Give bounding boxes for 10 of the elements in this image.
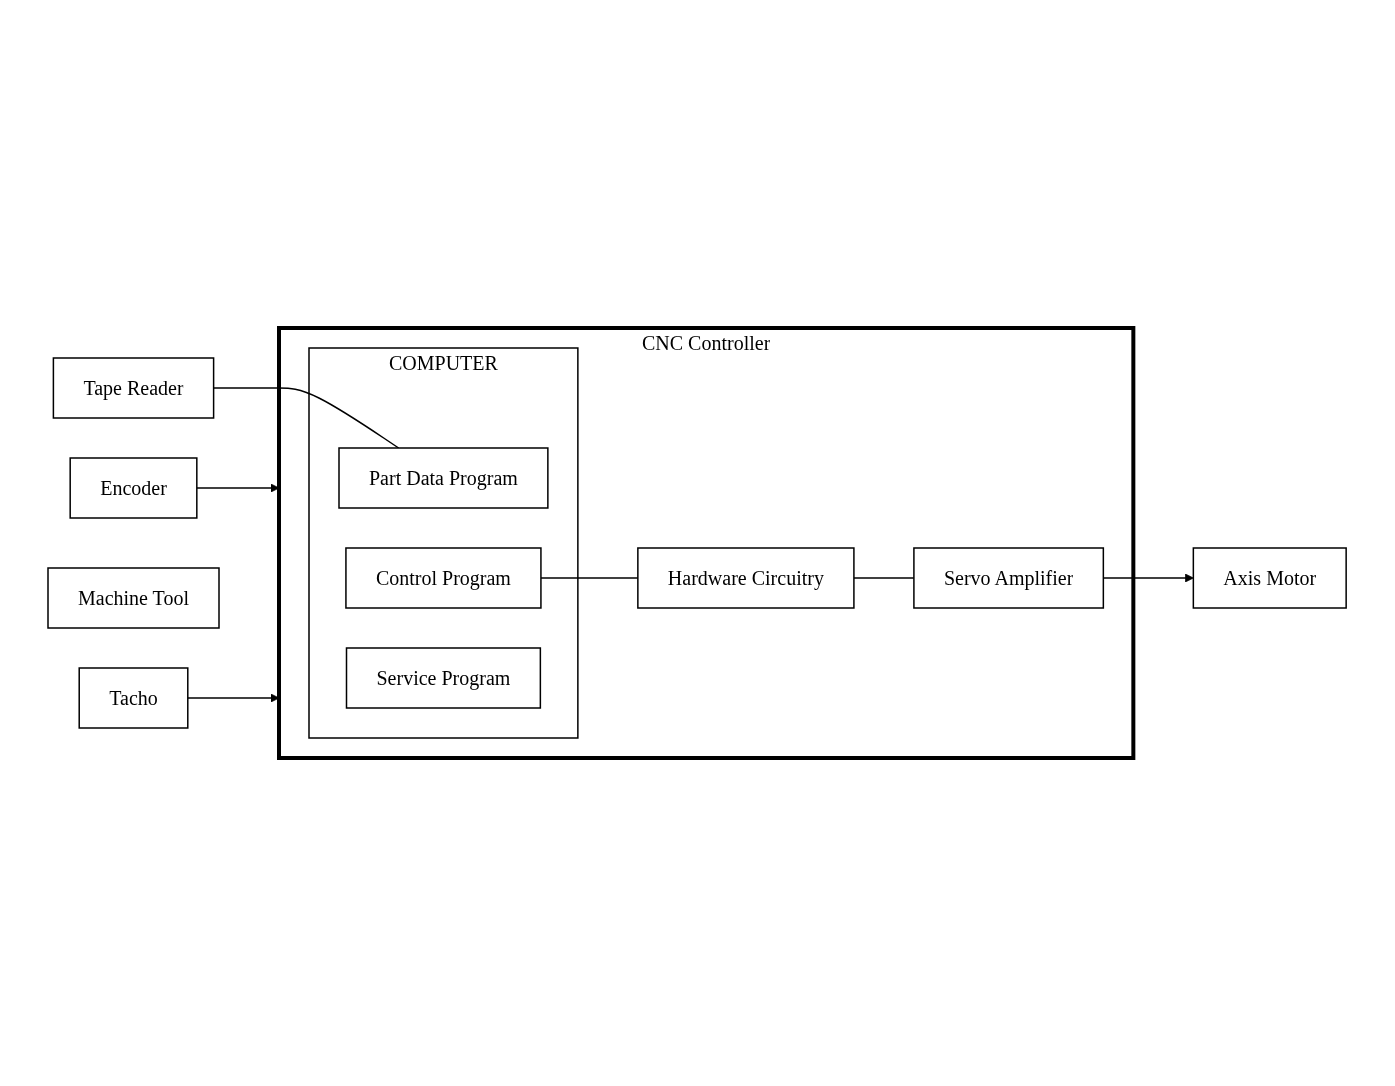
node-box: Servo Amplifier [913, 547, 1105, 609]
node-box: Axis Motor [1193, 547, 1348, 609]
node-box: Tacho [78, 667, 189, 729]
node-box: Hardware Circuitry [637, 547, 856, 609]
node-box: Part Data Program [338, 447, 550, 509]
node-box: Encoder [69, 457, 198, 519]
node-box: Tape Reader [53, 357, 215, 419]
node-box: Machine Tool [47, 567, 221, 629]
node-box: Control Program [345, 547, 543, 609]
node-box: Service Program [346, 647, 542, 709]
